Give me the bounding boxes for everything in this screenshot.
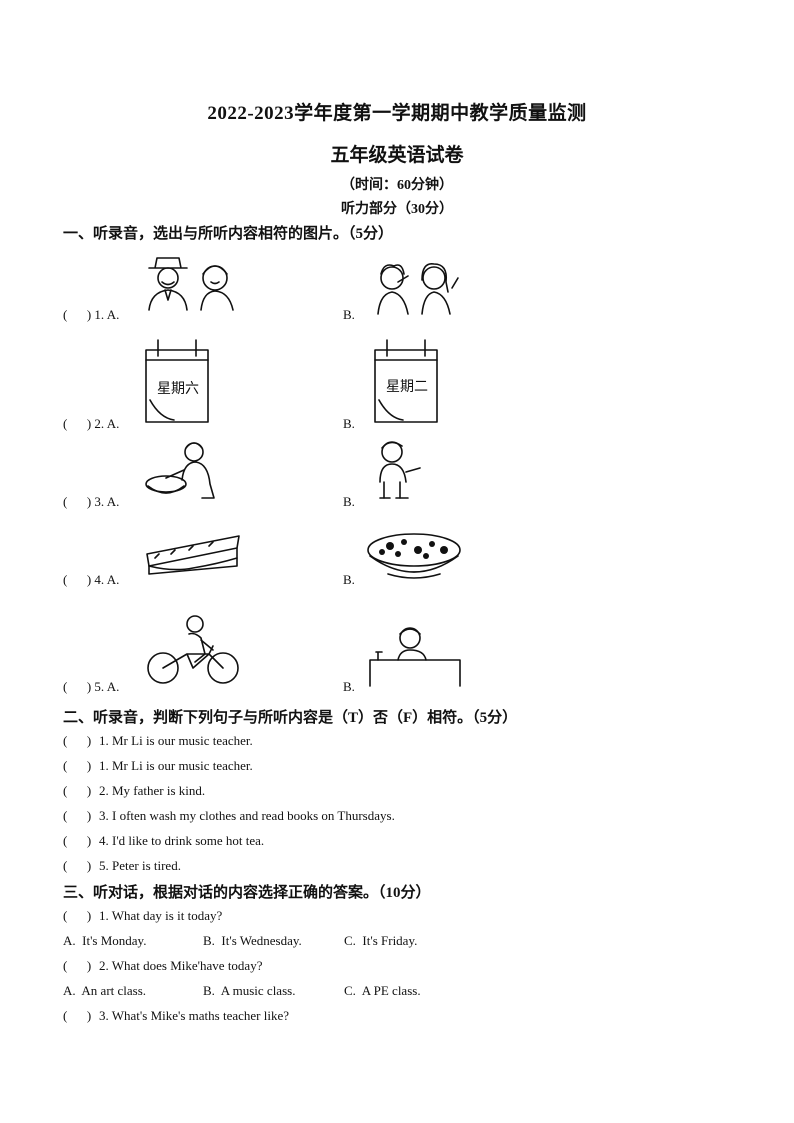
- salad-picture: [367, 533, 461, 579]
- s2-item: ( ) 2. My father is kind.: [63, 783, 205, 799]
- exam-time: （时间：60分钟）: [341, 178, 453, 193]
- answer-paren[interactable]: ( ): [63, 758, 92, 773]
- s2-item-text: 3. I often wash my clothes and read book…: [99, 808, 395, 823]
- exam-title: 2022-2023学年度第一学期期中教学质量监测: [207, 103, 587, 124]
- boy-picture: [379, 441, 421, 499]
- s1-item1-label: ( ) 1. A.: [63, 307, 120, 322]
- answer-paren[interactable]: ( ): [63, 1008, 92, 1023]
- s3-option-b: B. A music class.: [203, 983, 296, 998]
- sandwich-picture: [146, 535, 240, 575]
- s3-question: ( ) 1. What day is it today?: [63, 908, 222, 924]
- s1-item4-label: ( ) 4. A.: [63, 572, 120, 587]
- s2-item: ( ) 3. I often wash my clothes and read b…: [63, 808, 395, 824]
- s2-item: ( ) 1. Mr Li is our music teacher.: [63, 758, 253, 774]
- old-man-and-woman-picture: [148, 257, 234, 311]
- s3-option-c: C. It's Friday.: [344, 933, 418, 948]
- s1-item3-label: ( ) 3. A.: [63, 494, 120, 509]
- section1-heading: 一、听录音，选出与所听内容相符的图片。（5分）: [63, 226, 394, 242]
- s3-question: ( ) 3. What's Mike's maths teacher like?: [63, 1008, 289, 1024]
- s1-item3-b-label: B.: [343, 494, 355, 509]
- exam-subtitle: 五年级英语试卷: [330, 145, 464, 166]
- bicycle-picture: [147, 615, 239, 684]
- calendar-picture: [145, 339, 209, 423]
- section3-heading: 三、听对话，根据对话的内容选择正确的答案。（10分）: [63, 885, 431, 901]
- answer-paren[interactable]: ( ): [63, 858, 92, 873]
- s1-item5-label: ( ) 5. A.: [63, 679, 120, 694]
- s2-item: ( ) 5. Peter is tired.: [63, 858, 181, 874]
- answer-paren[interactable]: ( ): [63, 908, 92, 923]
- s3-option-a: A. It's Monday.: [63, 933, 147, 948]
- answer-paren[interactable]: ( ): [63, 783, 92, 798]
- answer-paren[interactable]: ( ): [63, 833, 92, 848]
- s1-item2-b-label: B.: [343, 416, 355, 431]
- s3-question-text: 1. What day is it today?: [99, 908, 223, 923]
- boy-at-desk-picture: [369, 627, 461, 687]
- s1-item4-b-label: B.: [343, 572, 355, 587]
- s2-item-text: 1. Mr Li is our music teacher.: [99, 733, 253, 748]
- answer-paren[interactable]: ( ): [63, 808, 92, 823]
- s1-item5-b-label: B.: [343, 679, 355, 694]
- washing-clothes-picture: [145, 442, 215, 499]
- s2-item: ( ) 4. I'd like to drink some hot tea.: [63, 833, 264, 849]
- answer-paren[interactable]: ( ): [63, 958, 92, 973]
- two-children-picture: [377, 263, 459, 315]
- s2-item-text: 1. Mr Li is our music teacher.: [99, 758, 253, 773]
- calendar-picture: [374, 339, 438, 423]
- section2-heading: 二、听录音，判断下列句子与所听内容是（T）否（F）相符。（5分）: [63, 710, 518, 726]
- s3-question-text: 3. What's Mike's maths teacher like?: [99, 1008, 289, 1023]
- calendar-a-text: 星期六: [157, 381, 199, 397]
- s2-item-text: 5. Peter is tired.: [99, 858, 181, 873]
- s3-option-a: A. An art class.: [63, 983, 147, 998]
- s3-option-c: C. A PE class.: [344, 983, 421, 998]
- s2-item: ( ) 1. Mr Li is our music teacher.: [63, 733, 253, 749]
- listening-part: 听力部分（30分）: [341, 202, 453, 217]
- s2-item-text: 4. I'd like to drink some hot tea.: [99, 833, 265, 848]
- s3-question: ( ) 2. What does Mike'have today?: [63, 958, 262, 974]
- s3-question-text: 2. What does Mike'have today?: [99, 958, 263, 973]
- s3-option-b: B. It's Wednesday.: [203, 933, 302, 948]
- s1-item1-b-label: B.: [343, 307, 355, 322]
- s2-item-text: 2. My father is kind.: [99, 783, 206, 798]
- s1-item2-label: ( ) 2. A.: [63, 416, 120, 431]
- answer-paren[interactable]: ( ): [63, 733, 92, 748]
- calendar-b-text: 星期二: [386, 379, 428, 395]
